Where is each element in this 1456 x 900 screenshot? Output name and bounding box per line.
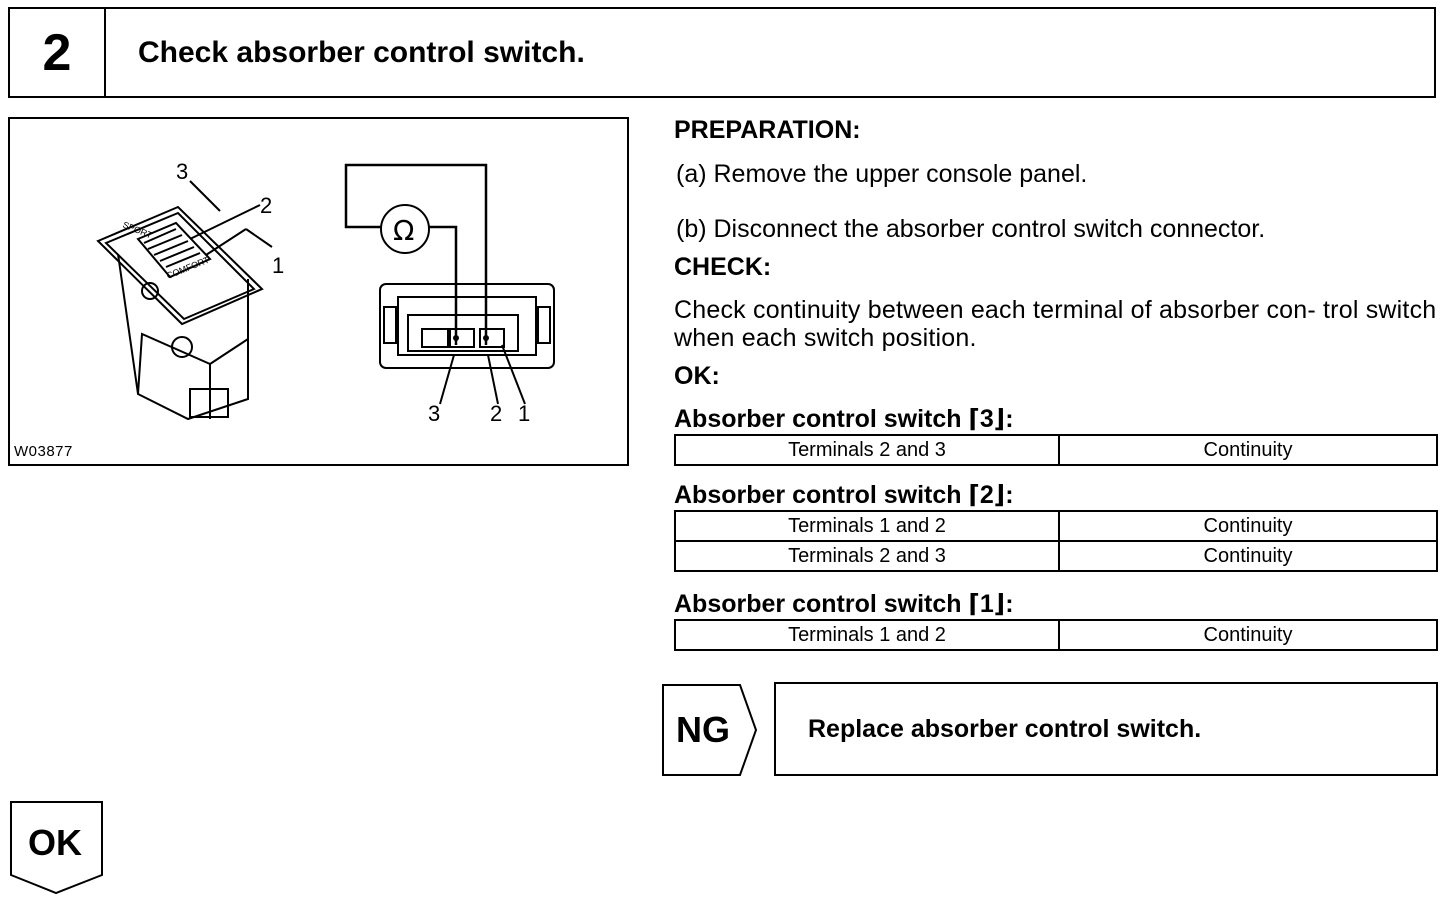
ng-tag-shape (662, 684, 758, 776)
switch-diagram: 3 2 1 SPORT COMFORT Ω 3 2 1 (96, 159, 555, 426)
switch-bezel (96, 205, 264, 326)
switch-illustration: 3 2 1 SPORT COMFORT Ω 3 2 1 (8, 117, 629, 466)
ohm-symbol: Ω (393, 214, 414, 247)
ok-tag-shape (10, 801, 103, 895)
switch-2-title: Absorber control switch ⌈2⌋: (674, 481, 1014, 509)
preparation-step-b: (b) Disconnect the absorber control swit… (676, 215, 1266, 243)
terminals-cell: Terminals 2 and 3 (674, 434, 1060, 466)
step-header: 2 Check absorber control switch. (8, 7, 1436, 98)
switch-knob (136, 221, 212, 279)
table-row: Terminals 1 and 2 Continuity (674, 510, 1438, 542)
switch-body-outline (117, 253, 249, 421)
ok-label: OK (28, 822, 82, 863)
result-cell: Continuity (1058, 510, 1438, 542)
switch-3-title: Absorber control switch ⌈3⌋: (674, 405, 1014, 433)
table-row: Terminals 2 and 3 Continuity (674, 540, 1438, 572)
ohmmeter-icon (380, 204, 430, 254)
switch-1-table: Terminals 1 and 2 Continuity (674, 619, 1438, 651)
switch-2-table: Terminals 1 and 2 Continuity Terminals 2… (674, 510, 1438, 572)
result-cell: Continuity (1058, 434, 1438, 466)
connector-label-3: 3 (428, 401, 440, 426)
probe-wire-left (428, 225, 458, 345)
terminal-2 (479, 328, 505, 348)
result-cell: Continuity (1058, 619, 1438, 651)
ng-label: NG (676, 709, 730, 750)
ok-heading: OK: (674, 362, 720, 390)
terminals-cell: Terminals 2 and 3 (674, 540, 1060, 572)
table-row: Terminals 2 and 3 Continuity (674, 434, 1438, 466)
switch-connector-stub (189, 388, 229, 418)
switch-mount-hole (171, 336, 193, 358)
step-number: 2 (10, 9, 106, 96)
table-row: Terminals 1 and 2 Continuity (674, 619, 1438, 651)
switch-text-sport: SPORT (121, 220, 154, 241)
switch-1-title: Absorber control switch ⌈1⌋: (674, 590, 1014, 618)
switch-3-table: Terminals 2 and 3 Continuity (674, 434, 1438, 466)
figure-code: W03877 (14, 443, 73, 460)
ng-action-box: Replace absorber control switch. (774, 682, 1438, 776)
connector-label-1: 1 (518, 401, 530, 426)
connector-label-2: 2 (490, 401, 502, 426)
probe-wire-right (344, 163, 488, 345)
connector-face (407, 314, 519, 352)
terminal-3 (449, 328, 475, 348)
preparation-heading: PREPARATION: (674, 116, 861, 144)
terminals-cell: Terminals 1 and 2 (674, 510, 1060, 542)
switch-label-1: 1 (272, 253, 284, 278)
connector-outer (379, 283, 555, 369)
preparation-step-a: (a) Remove the upper console panel. (676, 160, 1088, 188)
check-text: Check continuity between each terminal o… (674, 296, 1437, 352)
step-title: Check absorber control switch. (138, 35, 585, 69)
switch-label-2: 2 (260, 193, 272, 218)
switch-label-3: 3 (176, 159, 188, 184)
check-heading: CHECK: (674, 253, 772, 281)
terminals-cell: Terminals 1 and 2 (674, 619, 1060, 651)
result-cell: Continuity (1058, 540, 1438, 572)
